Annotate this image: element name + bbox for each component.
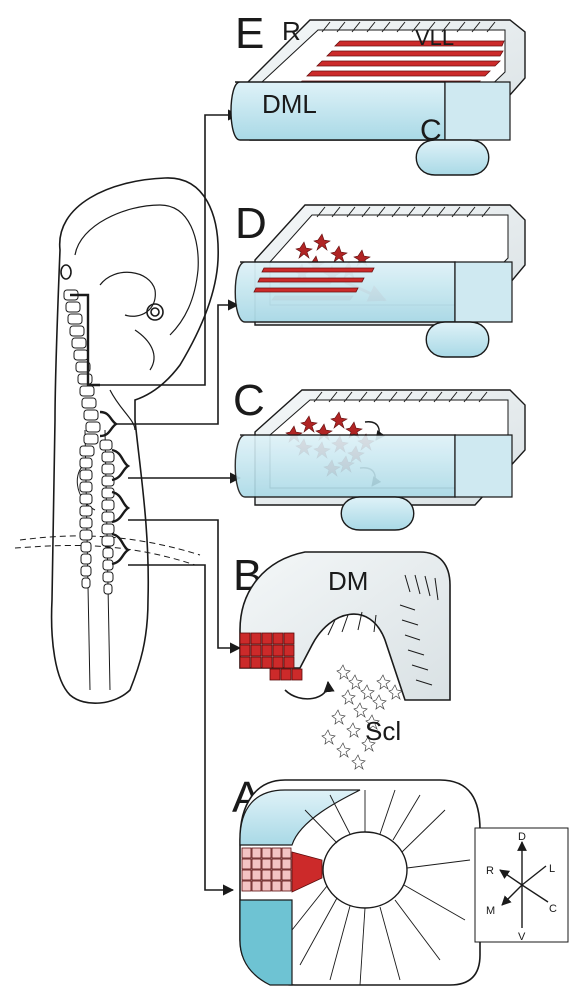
label-dml: DML [262,89,317,119]
connector-arrows [100,115,240,890]
axis-medial: M [486,905,495,917]
axis-caudal: C [549,903,557,915]
panel-e: E R VLL DML C [231,9,525,175]
axis-lateral: L [549,863,555,875]
panel-c-letter: C [233,376,265,425]
panel-a-somitocoel [323,832,407,908]
panel-b-curved-arrow [285,682,328,699]
label-caudal-e: C [420,114,442,147]
axis-ventral: V [518,931,526,943]
axis-rostral: R [486,865,494,877]
axis-dorsal: D [518,831,526,843]
panel-b: B [233,551,450,769]
arrow-to-panel-b [128,520,240,648]
label-vll: VLL [415,25,454,50]
embryo-outline [15,178,218,703]
panel-d: D [235,199,525,357]
panel-c: C [233,376,525,530]
label-rostral-e: R [282,16,301,46]
axes-legend: D V R L M C [475,828,568,943]
panel-d-letter: D [235,199,267,248]
label-sclerotome: Scl [365,716,401,746]
panel-a: A [232,773,480,985]
label-dermomyotome: DM [328,566,368,596]
panel-e-letter: E [235,9,264,58]
